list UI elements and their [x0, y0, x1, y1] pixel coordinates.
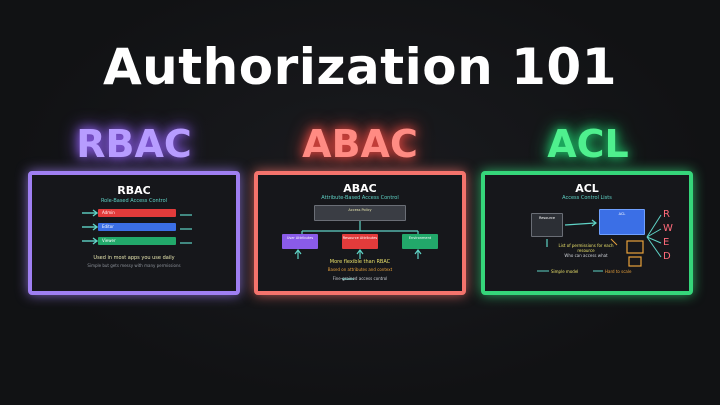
page-title: Authorization 101	[102, 38, 618, 96]
acl-card: ACL Access Control Lists Resource ACL R …	[481, 171, 693, 295]
abac-card: ABAC Attribute-Based Access Control Acce…	[254, 171, 466, 295]
acl-letter-w: W	[663, 223, 673, 234]
acl-left-tag: Simple model	[551, 269, 579, 274]
acl-doodles	[537, 214, 662, 272]
acl-right-tag: Hard to scale	[605, 269, 632, 274]
abac-note-2: Fine-grained access control	[332, 276, 388, 281]
rbac-card: RBAC Role-Based Access Control Admin Edi…	[28, 171, 240, 295]
abac-label: ABAC	[302, 122, 418, 166]
acl-list-box: ACL	[599, 209, 645, 235]
acl-note-sub: Who can access what	[564, 253, 608, 258]
abac-user-attributes: User Attributes	[282, 234, 318, 249]
abac-mini-title: ABAC	[343, 182, 377, 195]
acl-mini-subtitle: Access Control Lists	[562, 195, 612, 201]
acl-label: ACL	[547, 122, 629, 166]
rbac-role-admin: Admin	[98, 209, 176, 217]
acl-note: List of permissions for each resource	[558, 243, 614, 253]
rbac-role-viewer: Viewer	[98, 237, 176, 245]
abac-mini-subtitle: Attribute-Based Access Control	[321, 195, 399, 201]
rbac-label: RBAC	[76, 122, 192, 166]
rbac-mini-subtitle: Role-Based Access Control	[100, 198, 168, 204]
abac-note: More flexible than RBAC	[329, 259, 391, 265]
rbac-mini-title: RBAC	[117, 184, 151, 197]
abac-policy-box: Access Policy	[314, 205, 406, 221]
acl-letter-d: D	[663, 251, 671, 262]
abac-note-sub: Based on attributes and context	[327, 267, 393, 272]
rbac-note-sub: Simple but gets messy with many permissi…	[87, 263, 181, 268]
acl-mini-title: ACL	[575, 182, 599, 195]
rbac-note: Used in most apps you use daily	[93, 255, 175, 261]
abac-connectors	[294, 221, 422, 280]
rbac-arrows	[82, 209, 192, 245]
abac-environment: Environment	[402, 234, 438, 249]
acl-letter-e: E	[663, 237, 670, 248]
acl-resource-box: Resource	[531, 213, 563, 237]
abac-resource-attributes: Resource Attributes	[342, 234, 378, 249]
rbac-role-editor: Editor	[98, 223, 176, 231]
acl-letter-r: R	[663, 209, 670, 220]
